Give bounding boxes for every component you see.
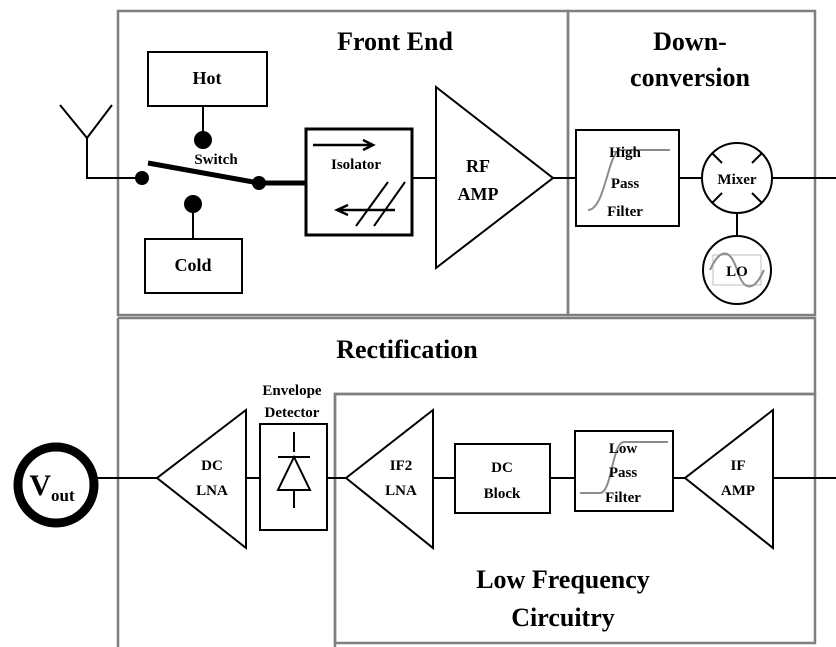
front-end-title: Front End bbox=[337, 27, 453, 56]
low-pass-filter-block: Low Pass Filter bbox=[574, 430, 674, 512]
rectification-title: Rectification bbox=[336, 335, 478, 364]
envelope-detector-label-line1: Envelope bbox=[262, 383, 322, 399]
low-frequency-title-line2: Circuitry bbox=[511, 603, 615, 632]
switch: Switch bbox=[135, 131, 266, 213]
vout-terminal: Vout bbox=[13, 442, 99, 528]
low-frequency-section bbox=[333, 392, 817, 645]
if2-lna: IF2 LNA bbox=[344, 407, 434, 551]
antenna-icon bbox=[59, 104, 142, 179]
cold-label: Cold bbox=[174, 255, 211, 275]
envelope-detector-label-line2: Detector bbox=[265, 405, 320, 421]
hot-load-block: Hot bbox=[147, 51, 268, 107]
low-frequency-title-line1: Low Frequency bbox=[476, 565, 650, 594]
envelope-detector: Envelope Detector bbox=[259, 383, 328, 531]
if-amp-label-line1: IF bbox=[731, 458, 746, 474]
rf-amp: RF AMP bbox=[435, 84, 555, 271]
switch-input-dot bbox=[135, 171, 149, 185]
if-amp-label-line2: AMP bbox=[721, 483, 755, 499]
switch-arm bbox=[147, 160, 260, 186]
high-pass-response-curve bbox=[587, 149, 670, 211]
down-conversion-title-line2: conversion bbox=[630, 63, 750, 92]
dc-block-label-line1: DC bbox=[491, 460, 513, 476]
if-amp: IF AMP bbox=[683, 407, 774, 551]
rf-amp-label-line1: RF bbox=[466, 156, 490, 176]
hot-label: Hot bbox=[193, 68, 222, 88]
mixer: Mixer bbox=[701, 142, 773, 214]
low-pass-response-curve bbox=[580, 441, 668, 494]
dc-lna-label-line1: DC bbox=[201, 458, 223, 474]
rf-amp-label-line2: AMP bbox=[458, 184, 499, 204]
cold-load-block: Cold bbox=[144, 238, 243, 294]
down-conversion-section bbox=[566, 9, 817, 317]
lo-label: LO bbox=[726, 264, 748, 280]
lpf-label-line3: Filter bbox=[605, 490, 641, 506]
dc-lna: DC LNA bbox=[155, 407, 247, 551]
cold-contact-dot bbox=[184, 195, 202, 213]
hpf-label-line1: High bbox=[609, 145, 641, 161]
vout-label-main: V bbox=[29, 469, 51, 502]
hot-contact-dot bbox=[194, 131, 212, 149]
local-oscillator: LO bbox=[702, 235, 772, 305]
sine-wave-icon bbox=[709, 252, 765, 288]
isolator-block: Isolator bbox=[304, 127, 414, 237]
diode-icon bbox=[276, 432, 312, 508]
dc-lna-label-line2: LNA bbox=[196, 483, 228, 499]
dc-block-label-line2: Block bbox=[484, 486, 521, 502]
lpf-label-line1: Low bbox=[609, 441, 638, 457]
if2-lna-label-line1: IF2 bbox=[390, 458, 413, 474]
dc-block: DC Block bbox=[454, 443, 551, 514]
hpf-label-line3: Filter bbox=[607, 204, 643, 220]
vout-label-subscript: out bbox=[51, 486, 75, 505]
high-pass-filter-block: High Pass Filter bbox=[575, 129, 680, 227]
isolator-label: Isolator bbox=[331, 157, 381, 173]
down-conversion-title-line1: Down- bbox=[653, 27, 727, 56]
lpf-label-line2: Pass bbox=[609, 465, 638, 481]
switch-label: Switch bbox=[194, 152, 238, 168]
svg-text:Vout: Vout bbox=[29, 469, 75, 505]
if2-lna-label-line2: LNA bbox=[385, 483, 417, 499]
signal-wires-top bbox=[59, 104, 836, 239]
mixer-label: Mixer bbox=[717, 172, 756, 188]
hpf-label-line2: Pass bbox=[611, 176, 640, 192]
